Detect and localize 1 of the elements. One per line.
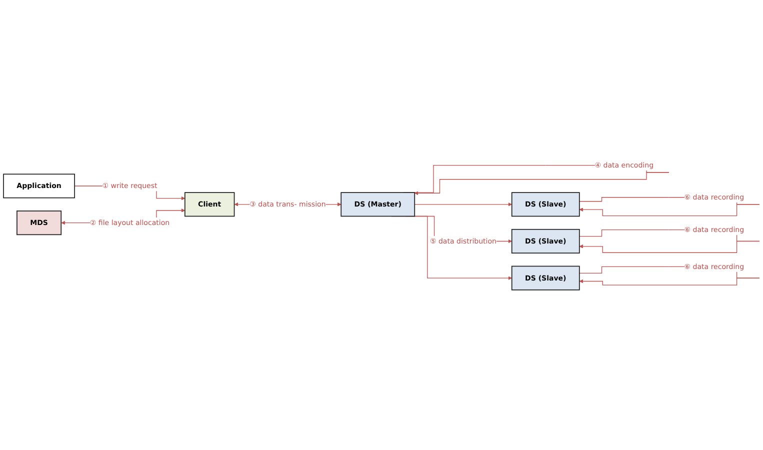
arrow	[414, 202, 512, 206]
